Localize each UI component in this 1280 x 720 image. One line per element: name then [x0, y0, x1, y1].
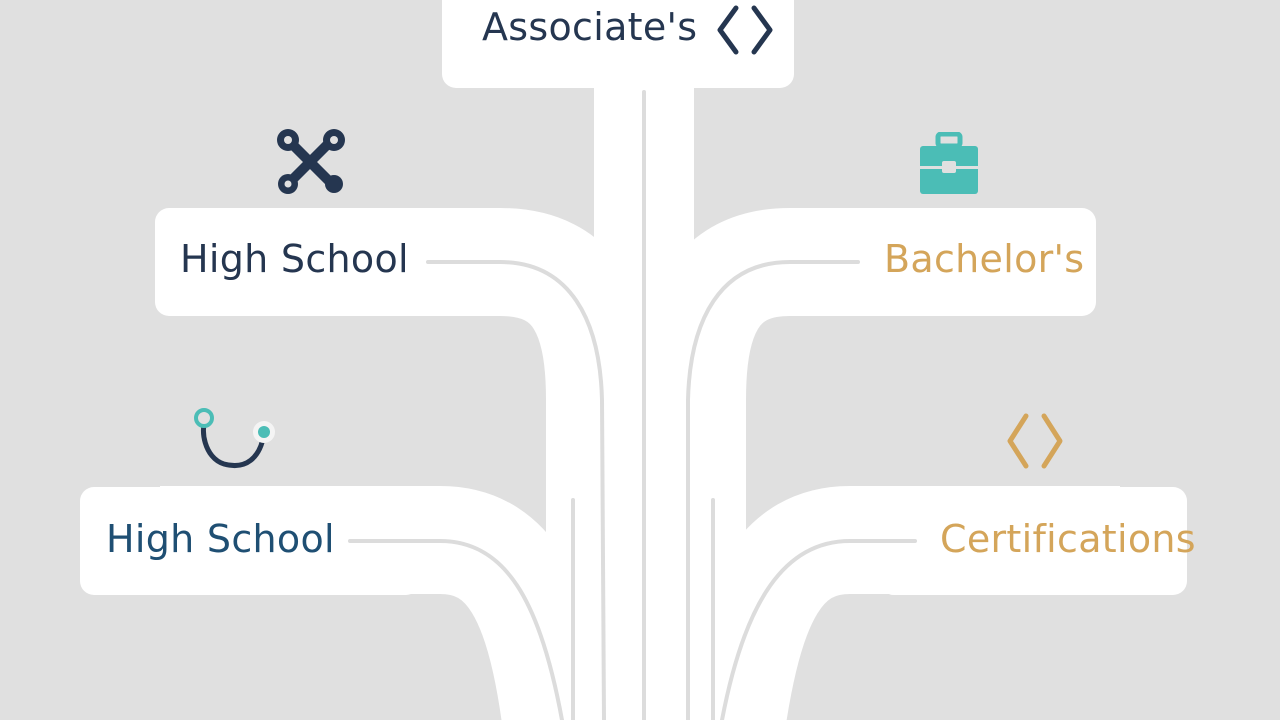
left-lower-line [348, 539, 564, 720]
high-school-lower-label: High School [106, 517, 335, 561]
left-upper-line [426, 260, 606, 720]
associates-label: Associate's [482, 5, 698, 49]
bachelors-label: Bachelor's [884, 237, 1085, 281]
left-upper-node-card [155, 208, 485, 316]
code-brackets-icon [1007, 413, 1063, 469]
code-brackets-icon [717, 5, 773, 55]
right-lower-line [720, 539, 917, 720]
right-lower-node-card [880, 487, 1187, 595]
right-upper-node-card [818, 208, 1096, 316]
wrench-screwdriver-icon [277, 129, 345, 194]
right-upper-line [686, 260, 860, 720]
certifications-label: Certifications [940, 517, 1196, 561]
top-node-card [442, 0, 794, 88]
path-lines [348, 90, 917, 720]
briefcase-icon [920, 132, 978, 194]
left-lower-node-card [80, 487, 420, 595]
high-school-upper-label: High School [180, 237, 409, 281]
stethoscope-icon [194, 408, 275, 468]
node-cards [80, 0, 1187, 595]
